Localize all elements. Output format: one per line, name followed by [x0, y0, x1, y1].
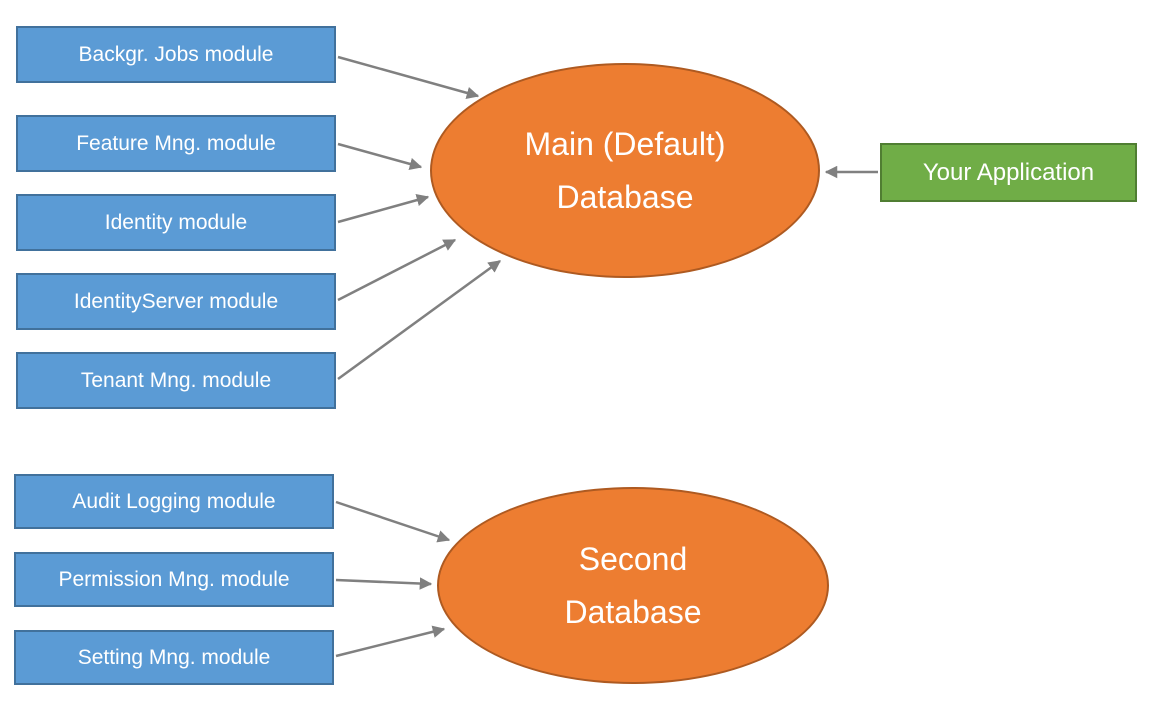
your-application-box: Your Application [880, 143, 1137, 202]
module-label: Setting Mng. module [77, 645, 271, 669]
module-box-tenant-mng: Tenant Mng. module [16, 352, 336, 409]
module-box-identity: Identity module [16, 194, 336, 251]
module-label: Tenant Mng. module [80, 368, 272, 392]
arrow-setting-mng-to-second-db [335, 625, 446, 658]
main-database-label-line1: Main (Default) [524, 125, 726, 162]
second-database-label-line2: Database [564, 593, 702, 630]
arrow-tenant-mng-to-main-db [337, 259, 502, 381]
your-application-label: Your Application [922, 158, 1095, 186]
module-box-permission-mng: Permission Mng. module [14, 552, 334, 607]
module-box-audit-logging: Audit Logging module [14, 474, 334, 529]
second-database-label-line1: Second [578, 540, 688, 577]
second-database-ellipse: Second Database [437, 487, 829, 684]
arrow-identity-to-main-db [337, 193, 430, 224]
arrow-audit-logging-to-second-db [335, 500, 451, 543]
arrow-permission-mng-to-second-db [335, 577, 433, 590]
module-box-backgr-jobs: Backgr. Jobs module [16, 26, 336, 83]
module-label: Backgr. Jobs module [78, 42, 274, 66]
arrow-feature-mng-to-main-db [337, 142, 423, 171]
module-box-identityserver: IdentityServer module [16, 273, 336, 330]
arrow-identityserver-to-main-db [337, 238, 457, 302]
module-label: IdentityServer module [73, 289, 279, 313]
module-label: Identity module [104, 210, 248, 234]
module-box-feature-mng: Feature Mng. module [16, 115, 336, 172]
arrow-backgr-jobs-to-main-db [337, 55, 480, 100]
main-database-ellipse: Main (Default) Database [430, 63, 820, 278]
module-box-setting-mng: Setting Mng. module [14, 630, 334, 685]
module-label: Permission Mng. module [58, 567, 290, 591]
module-label: Feature Mng. module [76, 131, 276, 155]
module-label: Audit Logging module [72, 489, 276, 513]
main-database-label-line2: Database [556, 178, 694, 215]
